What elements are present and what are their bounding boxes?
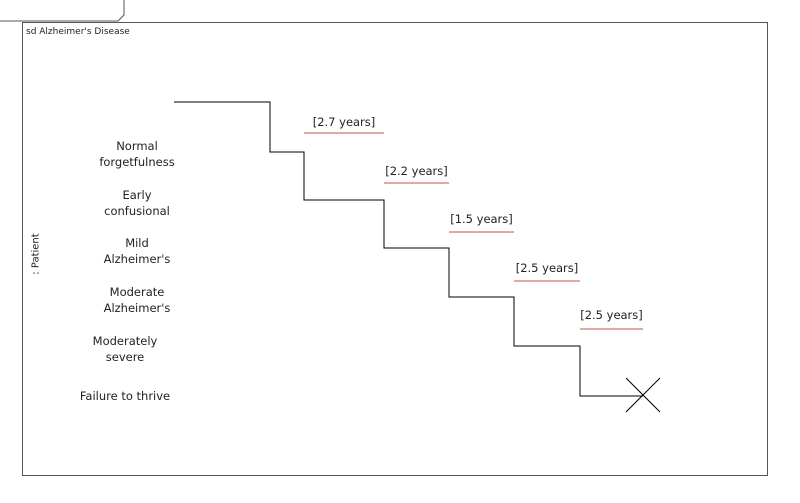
state-label: Mild Alzheimer's	[67, 235, 207, 267]
state-label-line1: Moderately	[92, 334, 158, 348]
state-label-line1: Moderate	[109, 285, 165, 299]
state-label: Moderately severe	[55, 333, 195, 365]
state-label-line1: Normal	[116, 139, 158, 153]
frame-title: sd Alzheimer's Disease	[26, 27, 130, 37]
duration-constraint: [2.2 years]	[385, 164, 448, 178]
state-label-line2: Alzheimer's	[103, 301, 171, 315]
frame-title-tab	[0, 0, 125, 22]
state-label-line2: confusional	[104, 204, 170, 218]
state-label: Early confusional	[67, 187, 207, 219]
duration-constraint: [2.5 years]	[580, 308, 643, 322]
state-label: Failure to thrive	[55, 388, 195, 404]
state-label-line1: Mild	[125, 236, 149, 250]
sequence-diagram-frame	[22, 22, 768, 476]
duration-constraint: [2.7 years]	[312, 115, 376, 129]
destruction-marker	[625, 377, 661, 413]
duration-constraint: [2.5 years]	[515, 261, 579, 275]
state-label: Normal forgetfulness	[67, 138, 207, 170]
state-label-line1: Early	[122, 188, 152, 202]
state-label-line1: Failure to thrive	[79, 389, 171, 403]
state-label-line2: Alzheimer's	[103, 252, 171, 266]
state-label: Moderate Alzheimer's	[67, 284, 207, 316]
state-label-line2: forgetfulness	[99, 155, 175, 169]
duration-constraint: [1.5 years]	[450, 212, 513, 226]
state-label-line2: severe	[105, 350, 145, 364]
timeline-path	[174, 101, 643, 397]
